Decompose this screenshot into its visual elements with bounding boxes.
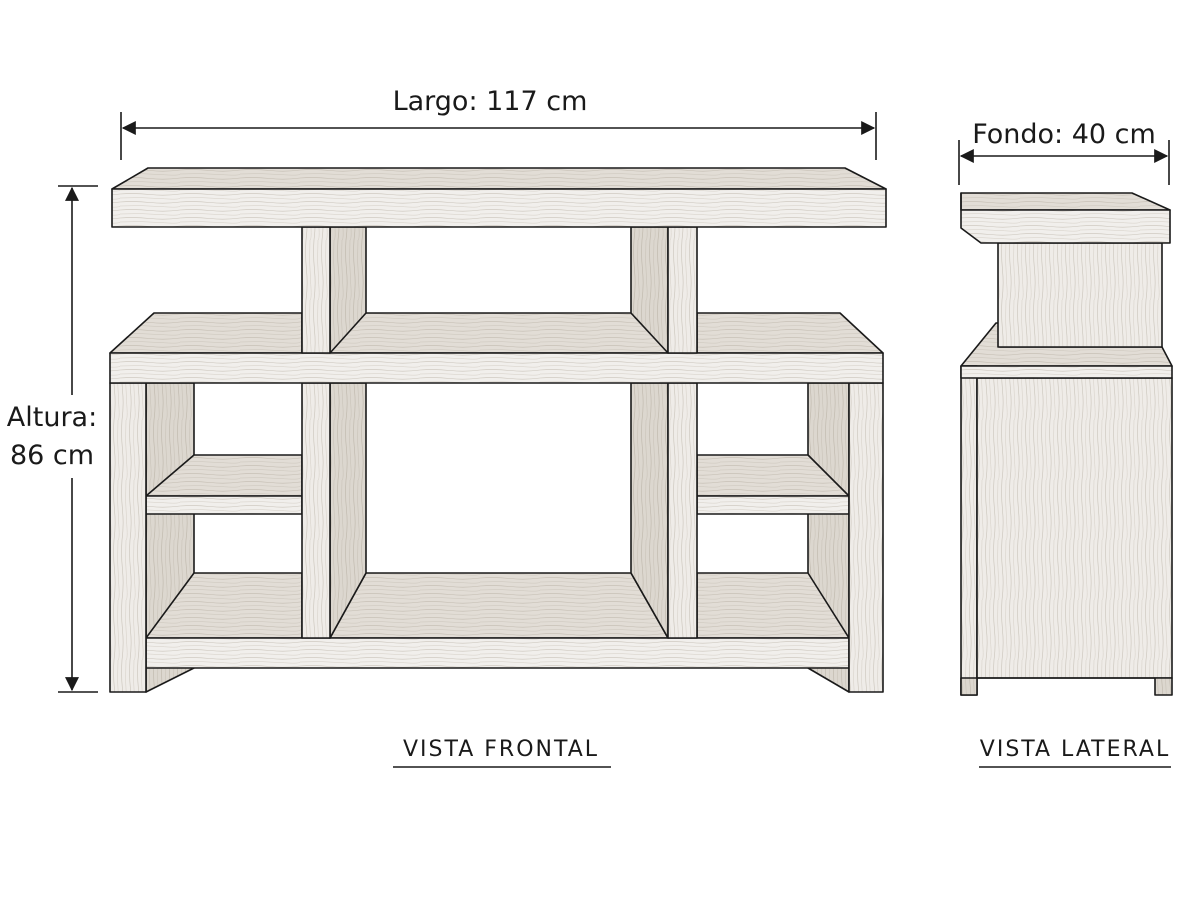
side-view-drawing bbox=[960, 192, 1173, 696]
front-middle-shelf-top bbox=[109, 312, 303, 354]
fondo-label: Fondo: 40 cm bbox=[972, 119, 1156, 150]
side-top-board-front bbox=[960, 192, 1171, 244]
side-lower-top-edge bbox=[960, 365, 1173, 379]
front-middle-shelf-top-center bbox=[329, 312, 669, 354]
front-left-shelf-front bbox=[145, 495, 303, 515]
altura-label-line1: Altura: bbox=[7, 402, 97, 433]
altura-label-line2: 86 cm bbox=[10, 440, 94, 471]
front-right-post-lower bbox=[667, 382, 698, 639]
side-left-foot bbox=[960, 677, 978, 696]
front-middle-shelf-front bbox=[109, 352, 884, 384]
dimension-largo bbox=[120, 112, 877, 160]
dimension-altura bbox=[58, 185, 98, 693]
front-middle-shelf-top-right bbox=[696, 312, 884, 354]
front-view-caption: VISTA FRONTAL bbox=[403, 737, 599, 762]
front-top-board-top bbox=[111, 167, 887, 190]
front-view-drawing bbox=[109, 167, 887, 693]
front-left-leg bbox=[109, 382, 147, 693]
front-right-shelf-front bbox=[696, 495, 850, 515]
front-bottom-shelf-top-center bbox=[329, 572, 669, 639]
side-view-caption: VISTA LATERAL bbox=[980, 737, 1170, 762]
front-bottom-shelf-front bbox=[145, 637, 850, 669]
front-right-post-upper bbox=[667, 226, 698, 354]
largo-label: Largo: 117 cm bbox=[393, 86, 588, 117]
side-riser bbox=[997, 242, 1163, 348]
front-right-leg bbox=[848, 382, 884, 693]
dimension-fondo bbox=[958, 140, 1170, 185]
side-right-foot bbox=[1154, 677, 1173, 696]
front-left-post-lower bbox=[301, 382, 331, 639]
front-top-board-front bbox=[111, 188, 887, 228]
front-left-post-upper bbox=[301, 226, 331, 354]
side-lower-panel bbox=[976, 377, 1173, 679]
side-lower-front-edge bbox=[960, 365, 978, 696]
side-top-board-top bbox=[960, 192, 1171, 211]
